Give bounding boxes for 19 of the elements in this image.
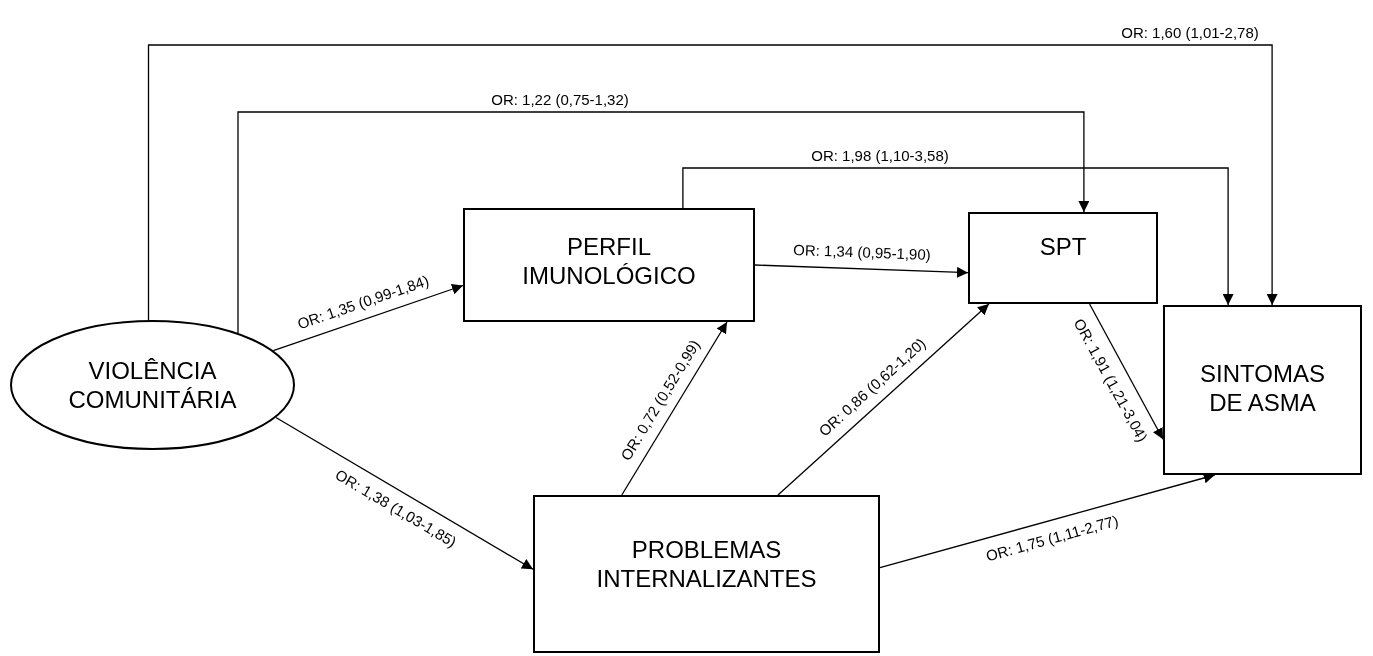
arrow bbox=[621, 321, 728, 496]
process-box bbox=[463, 208, 755, 322]
process-box bbox=[533, 495, 880, 653]
arrow bbox=[777, 303, 990, 496]
arrow bbox=[275, 416, 534, 570]
node-label: PROBLEMAS INTERNALIZANTES bbox=[595, 535, 818, 593]
node-label: VIOLÊNCIA COMUNITÁRIA bbox=[67, 356, 238, 414]
arrow bbox=[754, 264, 969, 278]
process-box bbox=[1163, 305, 1362, 475]
node-label: SINTOMAS DE ASMA bbox=[1199, 359, 1326, 417]
arrow bbox=[237, 111, 1090, 334]
process-box bbox=[968, 212, 1158, 304]
arrow bbox=[272, 283, 464, 352]
arrow bbox=[879, 472, 1216, 569]
arrow bbox=[1088, 303, 1164, 440]
arrow bbox=[147, 44, 1278, 321]
node-label: SPT bbox=[1038, 232, 1088, 261]
arrow bbox=[682, 167, 1234, 306]
node-label: PERFIL IMUNOLÓGICO bbox=[521, 232, 697, 290]
